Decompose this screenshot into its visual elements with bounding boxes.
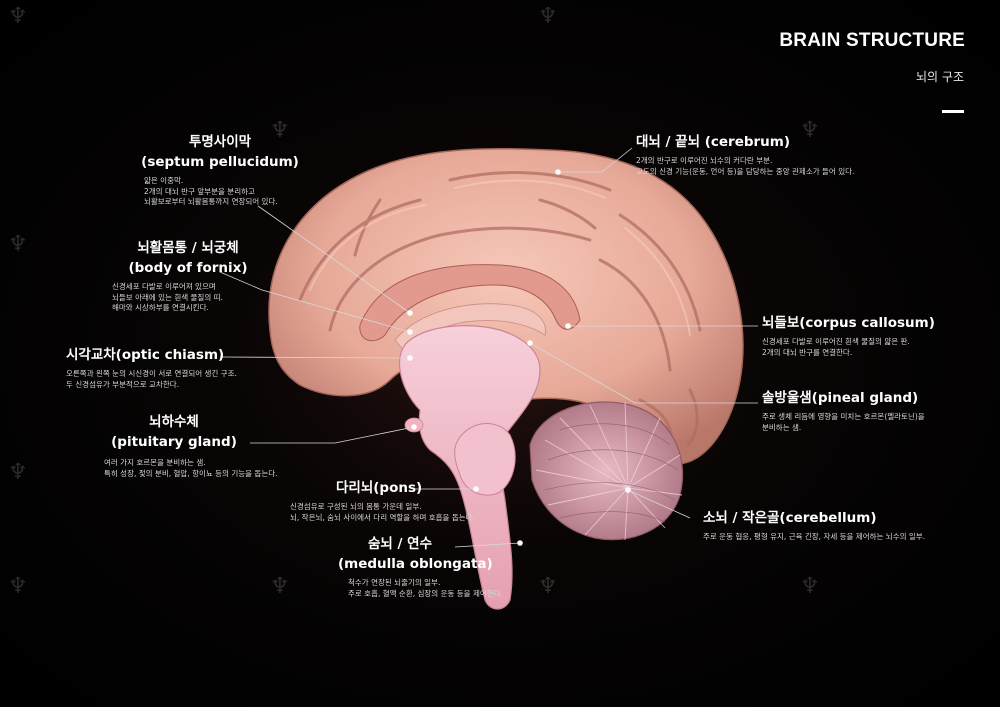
label-description: 2개의 반구로 이루어진 뇌수의 커다란 부분. 고도의 신경 기능(운동, 언…: [636, 156, 855, 176]
title-underline: [942, 110, 964, 113]
pointer-dots: [407, 169, 631, 546]
label-description: 척수가 연장된 뇌줄기의 일부. 주로 호흡, 혈액 순환, 심장의 운동 등을…: [348, 578, 503, 598]
label-name-en: (medulla oblongata): [338, 556, 493, 572]
watermark-icon: ♆: [8, 232, 28, 257]
label-name-ko: 숨뇌 / 연수: [367, 536, 432, 552]
watermark-icon: ♆: [8, 4, 28, 29]
pons-shape: [454, 423, 516, 496]
label-description: 오른쪽과 왼쪽 눈의 시신경이 서로 연결되어 생긴 구조. 두 신경섬유가 부…: [66, 369, 237, 389]
corpus-callosum-shape: [359, 264, 581, 342]
label-description: 신경세포 다발로 이루어진 흰색 물질의 얇은 판. 2개의 대뇌 반구를 연결…: [762, 337, 910, 357]
label-description: 주로 운동 협응, 평형 유지, 근육 긴장, 자세 등을 제어하는 뇌수의 일…: [703, 532, 926, 541]
label-name: 다리뇌(pons): [336, 480, 423, 496]
label-corpus-callosum: 뇌들보(corpus callosum) 신경세포 다발로 이루어진 흰색 물질…: [762, 313, 935, 358]
label-name-en: (body of fornix): [128, 260, 248, 276]
page-title: BRAIN STRUCTURE: [779, 30, 965, 51]
label-name-ko: 뇌하수체: [149, 414, 199, 430]
watermark-icon: ♆: [8, 460, 28, 485]
label-description: 여러 가지 호르몬을 분비하는 샘. 특히 성장, 젖의 분비, 혈압, 항이뇨…: [104, 458, 278, 478]
label-name-en: (pituitary gland): [111, 434, 237, 450]
page-subtitle: 뇌의 구조: [916, 70, 964, 84]
label-pineal-gland: 솔방울샘(pineal gland) 주로 생체 리듬에 영향을 미치는 호르몬…: [762, 388, 925, 433]
gyri-folds: [298, 171, 702, 447]
label-name: 대뇌 / 끝뇌 (cerebrum): [636, 134, 791, 150]
label-name-ko: 뇌활몸통 / 뇌궁체: [137, 240, 239, 256]
label-pons: 다리뇌(pons) 신경섬유로 구성된 뇌의 몸통 가운데 일부. 뇌, 작은뇌…: [290, 478, 475, 523]
label-medulla-oblongata: 숨뇌 / 연수 (medulla oblongata) 척수가 연장된 뇌줄기의…: [338, 534, 503, 599]
gyri-highlights: [309, 179, 691, 336]
watermark-icon: ♆: [270, 574, 290, 599]
label-description: 주로 생체 리듬에 영향을 미치는 호르몬(멜라토닌)을 분비하는 샘.: [762, 412, 925, 432]
watermark-icon: ♆: [270, 118, 290, 143]
label-cerebrum: 대뇌 / 끝뇌 (cerebrum) 2개의 반구로 이루어진 뇌수의 커다란 …: [636, 132, 854, 177]
cerebellum-shape: [529, 401, 684, 541]
label-name-ko: 투명사이막: [188, 134, 252, 150]
leader-lines: [219, 147, 758, 548]
label-description: 신경섬유로 구성된 뇌의 몸통 가운데 일부. 뇌, 작은뇌, 숨뇌 사이에서 …: [290, 502, 475, 522]
label-body-of-fornix: 뇌활몸통 / 뇌궁체 (body of fornix) 신경세포 다발로 이루어…: [108, 238, 268, 314]
label-name: 뇌들보(corpus callosum): [762, 315, 935, 331]
watermark-icon: ♆: [538, 574, 558, 599]
label-name: 시각교차(optic chiasm): [66, 347, 225, 363]
watermark-icon: ♆: [800, 118, 820, 143]
label-septum-pellucidum: 투명사이막 (septum pellucidum) 얇은 이중막. 2개의 대뇌…: [140, 132, 300, 208]
label-name-en: (septum pellucidum): [141, 154, 299, 170]
label-name: 소뇌 / 작은골(cerebellum): [703, 510, 877, 526]
label-description: 신경세포 다발로 이루어져 있으며 뇌들보 아래에 있는 흰색 물질의 띠. 해…: [112, 282, 223, 312]
watermark-icon: ♆: [800, 574, 820, 599]
watermark-icon: ♆: [8, 574, 28, 599]
label-cerebellum: 소뇌 / 작은골(cerebellum) 주로 운동 협응, 평형 유지, 근육…: [703, 508, 925, 543]
watermark-icon: ♆: [538, 4, 558, 29]
label-optic-chiasm: 시각교차(optic chiasm) 오른쪽과 왼쪽 눈의 시신경이 서로 연결…: [66, 345, 237, 390]
label-name: 솔방울샘(pineal gland): [762, 390, 919, 406]
label-pituitary-gland: 뇌하수체 (pituitary gland) 여러 가지 호르몬을 분비하는 샘…: [104, 412, 278, 479]
label-description: 얇은 이중막. 2개의 대뇌 반구 앞부분을 분리하고 뇌활보로부터 뇌활몸통까…: [144, 176, 278, 206]
